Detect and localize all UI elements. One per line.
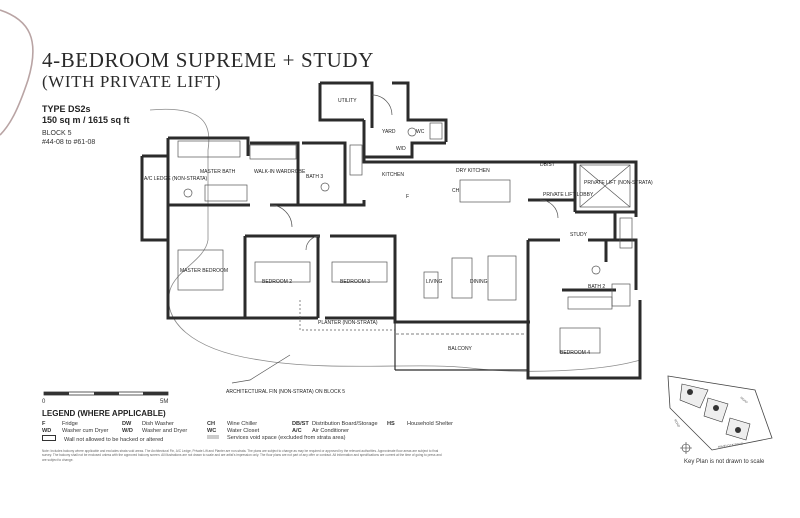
scale-bar: 0 5M (42, 390, 172, 409)
room-dry-kitchen: DRY KITCHEN (456, 168, 490, 174)
room-yard: YARD (382, 129, 396, 135)
room-private-lift: PRIVATE LIFT (NON-STRATA) (584, 180, 653, 186)
room-private-lift-lobby: PRIVATE LIFT LOBBY (543, 192, 594, 198)
decorative-swirl (0, 9, 34, 136)
room-utility: UTILITY (338, 98, 357, 104)
page-subtitle: (WITH PRIVATE LIFT) (42, 72, 222, 91)
scale-max: 5M (160, 399, 168, 404)
road-label: ROAD (739, 396, 749, 405)
scale-zero: 0 (42, 399, 46, 404)
room-f: F (406, 194, 409, 200)
room-master-bedroom: MASTER BEDROOM (180, 268, 228, 274)
room-bedroom-2: BEDROOM 2 (262, 279, 292, 285)
room-wc: WC (416, 129, 425, 135)
key-plan-note: Key Plan is not drawn to scale (684, 459, 765, 465)
room-balcony: BALCONY (448, 346, 473, 352)
room-walk-in-wardrobe: WALK-IN WARDROBE (254, 169, 306, 175)
room-living: LIVING (426, 279, 443, 285)
room-dbst: DB/ST (540, 162, 555, 168)
block-info: BLOCK 5 #44-08 to #61-08 (42, 129, 95, 147)
fineprint-notes: Note: Includes balcony where applicable … (42, 449, 442, 462)
legend-item: Services void space (excluded from strat… (207, 435, 345, 442)
room-wd: W/D (396, 146, 406, 152)
page-title: 4-BEDROOM SUPREME + STUDY (42, 48, 374, 72)
road-label: ROAD (673, 419, 681, 429)
room-dining: DINING (470, 279, 488, 285)
block-number: BLOCK 5 (42, 130, 72, 137)
legend-item: Wall not allowed to be hacked or altered (42, 435, 163, 444)
room-master-bath: MASTER BATH (200, 169, 236, 175)
unit-area: 150 sq m / 1615 sq ft (42, 115, 130, 125)
unit-type: TYPE DS2s (42, 104, 91, 114)
landscape-outline (149, 108, 641, 372)
room-bath-2: BATH 2 (588, 284, 605, 290)
room-planter: PLANTER (NON-STRATA) (318, 320, 378, 326)
fin-note: ARCHITECTURAL FIN (NON-STRATA) ON BLOCK … (226, 389, 345, 395)
unit-range: #44-08 to #61-08 (42, 139, 96, 146)
room-kitchen: KITCHEN (382, 172, 404, 178)
north-arrow-icon (680, 442, 692, 454)
key-plan: ROAD ROAD HAVELOCK ROAD (667, 375, 773, 454)
room-study: STUDY (570, 232, 588, 238)
room-bath-3: BATH 3 (306, 174, 323, 180)
room-bedroom-4: BEDROOM 4 (560, 350, 590, 356)
road-label-havelock: HAVELOCK ROAD (718, 441, 745, 449)
room-ch: CH (452, 188, 460, 194)
legend-title: LEGEND (WHERE APPLICABLE) (42, 409, 166, 418)
room-bedroom-3: BEDROOM 3 (340, 279, 370, 285)
unit-type-info: TYPE DS2s 150 sq m / 1615 sq ft (42, 104, 130, 126)
room-ac-ledge: A/C LEDGE (NON-STRATA) (144, 176, 207, 182)
